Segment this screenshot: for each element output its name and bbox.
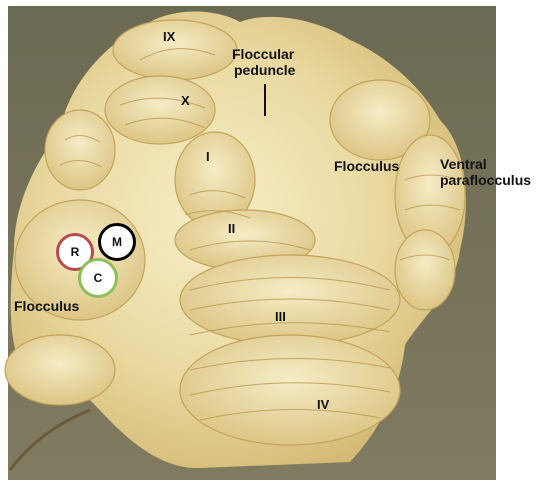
label-iv: IV (317, 397, 330, 412)
label-flocculus-left: Flocculus (14, 298, 80, 314)
label-ventral-paraflocculus-line1: Ventral (440, 156, 487, 172)
label-i: I (206, 149, 210, 164)
label-floccular-peduncle-line1: Floccular (232, 46, 295, 62)
marker-m: M (98, 223, 136, 261)
label-floccular-peduncle-line2: peduncle (234, 62, 296, 78)
label-ix: IX (163, 29, 176, 44)
label-floccular-peduncle: Floccular peduncle (232, 46, 295, 78)
marker-c: C (78, 258, 118, 298)
marker-r: R (56, 233, 94, 271)
label-ii: II (228, 221, 236, 236)
label-iii: III (275, 309, 286, 324)
label-flocculus-right: Flocculus (334, 158, 400, 174)
specimen-holder (8, 408, 91, 471)
label-x: X (181, 93, 190, 108)
label-ventral-paraflocculus-line2: paraflocculus (440, 172, 532, 188)
floccular-peduncle-pointer (264, 84, 266, 116)
label-ventral-paraflocculus: Ventral paraflocculus (440, 156, 531, 188)
folia-grooves (59, 48, 461, 421)
